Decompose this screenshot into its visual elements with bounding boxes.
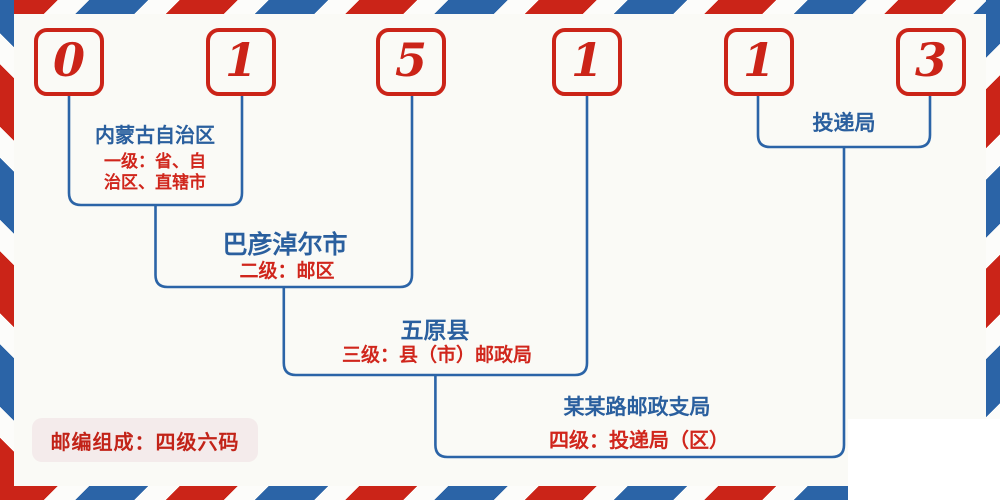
level1-desc-line1: 一级：省、自 xyxy=(104,152,206,172)
digit-box-2: 1 xyxy=(206,28,276,96)
airmail-border-bottom xyxy=(0,486,1000,500)
white-patch xyxy=(848,419,1000,500)
digit-3: 5 xyxy=(394,33,427,87)
badge-text: 邮编组成：四级六码 xyxy=(50,429,240,454)
level4-desc: 四级：投递局（区） xyxy=(549,428,729,452)
level1-desc-line2: 治区、直辖市 xyxy=(104,173,206,193)
level3-county-name: 五原县 xyxy=(400,317,470,344)
digit-1: 0 xyxy=(52,33,85,87)
digit-5: 1 xyxy=(742,33,775,87)
digit-2: 1 xyxy=(224,33,257,87)
level4-branch-name: 某某路邮政支局 xyxy=(563,394,711,419)
digit-6: 3 xyxy=(914,33,947,87)
digit-box-6: 3 xyxy=(896,28,966,96)
delivery-office-label: 投递局 xyxy=(812,110,876,135)
postal-composition-badge: 邮编组成：四级六码 xyxy=(32,418,258,462)
digit-box-4: 1 xyxy=(552,28,622,96)
digit-box-5: 1 xyxy=(724,28,794,96)
digit-4: 1 xyxy=(570,33,603,87)
level3-desc: 三级：县（市）邮政局 xyxy=(341,344,533,366)
airmail-border-top xyxy=(0,0,1000,14)
level2-desc: 二级：邮区 xyxy=(239,260,335,282)
digit-box-3: 5 xyxy=(376,28,446,96)
level1-region-name: 内蒙古自治区 xyxy=(95,123,215,147)
level2-city-name: 巴彦淖尔市 xyxy=(222,230,348,259)
airmail-border-right xyxy=(986,0,1000,500)
airmail-border-left xyxy=(0,0,14,500)
digit-box-1: 0 xyxy=(34,28,104,96)
